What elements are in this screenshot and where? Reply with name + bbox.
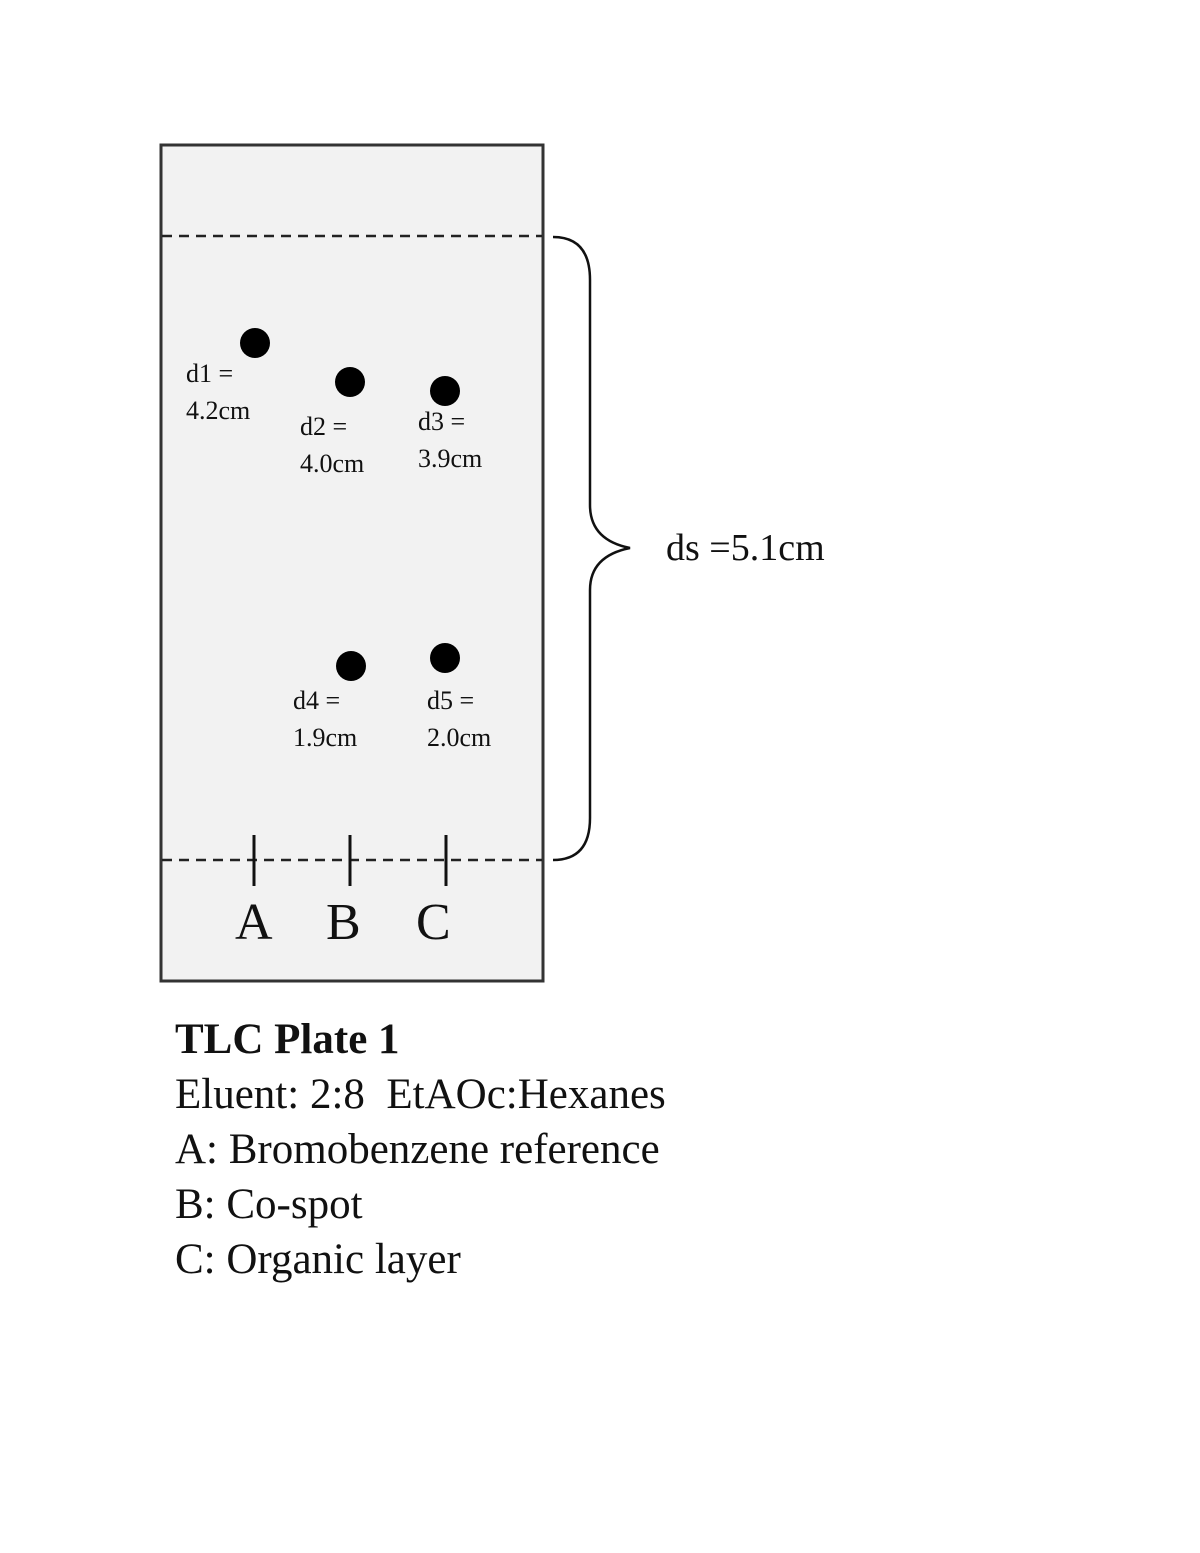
- spot-label-d3: d3 =: [418, 407, 465, 436]
- caption-line-c: C: Organic layer: [175, 1236, 461, 1283]
- tlc-plate: [159, 143, 545, 983]
- spot-label-d5: d5 =: [427, 686, 474, 715]
- solvent-distance-label: ds =5.1cm: [666, 527, 825, 569]
- spot-value-d1: 4.2cm: [186, 396, 250, 425]
- spot-value-d5: 2.0cm: [427, 723, 491, 752]
- caption-title: TLC Plate 1: [175, 1016, 400, 1063]
- spot-label-d4: d4 =: [293, 686, 340, 715]
- spot-d1: [240, 328, 270, 358]
- spot-d3: [430, 376, 460, 406]
- spot-label-d1: d1 =: [186, 359, 233, 388]
- lane-label-b: B: [326, 894, 361, 951]
- lane-label-c: C: [416, 894, 451, 951]
- spot-d4: [336, 651, 366, 681]
- spot-d5: [430, 643, 460, 673]
- spot-d2: [335, 367, 365, 397]
- spot-value-d4: 1.9cm: [293, 723, 357, 752]
- caption-line-a: A: Bromobenzene reference: [175, 1126, 660, 1173]
- caption-line-eluent: Eluent: 2:8 EtAOc:Hexanes: [175, 1071, 666, 1118]
- spot-value-d2: 4.0cm: [300, 449, 364, 478]
- solvent-distance-brace: [552, 235, 631, 862]
- caption-line-b: B: Co-spot: [175, 1181, 363, 1228]
- spot-value-d3: 3.9cm: [418, 444, 482, 473]
- lane-label-a: A: [235, 894, 273, 951]
- spot-label-d2: d2 =: [300, 412, 347, 441]
